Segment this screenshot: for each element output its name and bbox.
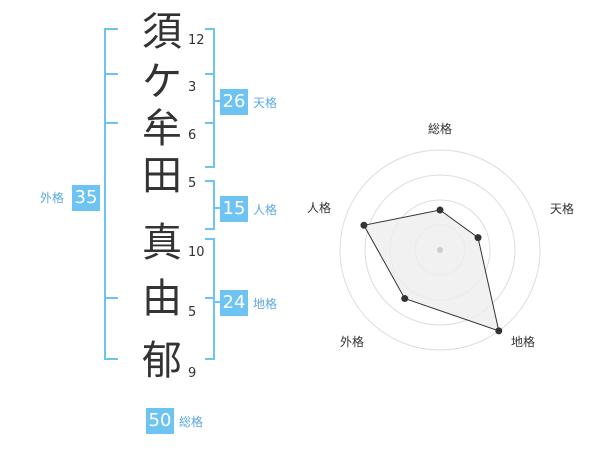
tenkaku-bracket [213,28,215,168]
stroke-count-7: 9 [188,366,197,381]
bracket-tick [205,73,215,75]
radar-label-tenkaku: 天格 [550,201,574,216]
gaikaku-bracket [104,28,106,360]
radar-data-shape [363,209,500,332]
soukaku-label: 総格 [179,415,204,429]
bracket-tick [205,358,215,360]
bracket-tick [205,228,215,230]
stroke-count-5: 10 [188,245,205,260]
bracket-tick [205,297,215,299]
bracket-tick [104,358,118,360]
bracket-tick [205,28,215,30]
jinkaku-bracket [213,180,215,230]
jinkaku-label: 人格 [253,203,278,217]
radar-point-3 [495,327,503,335]
radar-point-5 [360,221,368,229]
chikaku-bracket [213,238,215,360]
radar-chart: 総格 天格 地格 外格 人格 [307,121,574,351]
bracket-connector [215,100,223,102]
radar-ring [339,149,541,351]
soukaku-value: 50 [146,408,174,434]
name-char-7: 郁 [142,338,182,384]
bracket-tick [104,297,118,299]
bracket-tick [205,166,215,168]
stroke-count-3: 6 [188,128,197,143]
radar-point-2 [474,234,482,242]
name-char-2: ケ [142,59,182,105]
chikaku-value: 24 [220,290,248,316]
bracket-tick [104,73,118,75]
radar-label-chikaku: 地格 [511,334,535,349]
name-char-1: 須 [142,9,182,55]
radar-point-1 [436,206,444,214]
radar-label-gaikaku: 外格 [340,334,364,349]
bracket-tick [205,180,215,182]
radar-points [360,206,503,335]
name-char-3: 牟 [142,106,182,152]
bracket-tick [205,122,215,124]
stroke-count-2: 3 [188,80,197,95]
tenkaku-label: 天格 [253,96,278,110]
stroke-count-1: 12 [188,33,205,48]
radar-point-4 [401,295,409,303]
gaikaku-label: 外格 [40,191,65,205]
bracket-connector [215,207,223,209]
bracket-connector [215,301,223,303]
radar-center [437,247,443,253]
chikaku-label: 地格 [253,297,278,311]
bracket-tick [104,28,118,30]
bracket-tick [104,122,118,124]
jinkaku-value: 15 [220,196,248,222]
name-char-6: 由 [142,276,182,322]
name-char-4: 田 [142,153,182,199]
radar-label-jinkaku: 人格 [307,200,331,215]
radar-label-soukaku: 総格 [428,121,452,136]
name-char-5: 真 [142,220,182,266]
gaikaku-value: 35 [72,185,100,211]
stroke-count-4: 5 [188,176,197,191]
stroke-count-6: 5 [188,305,197,320]
radar-ring [364,174,516,326]
bracket-tick [205,238,215,240]
tenkaku-value: 26 [220,89,248,115]
